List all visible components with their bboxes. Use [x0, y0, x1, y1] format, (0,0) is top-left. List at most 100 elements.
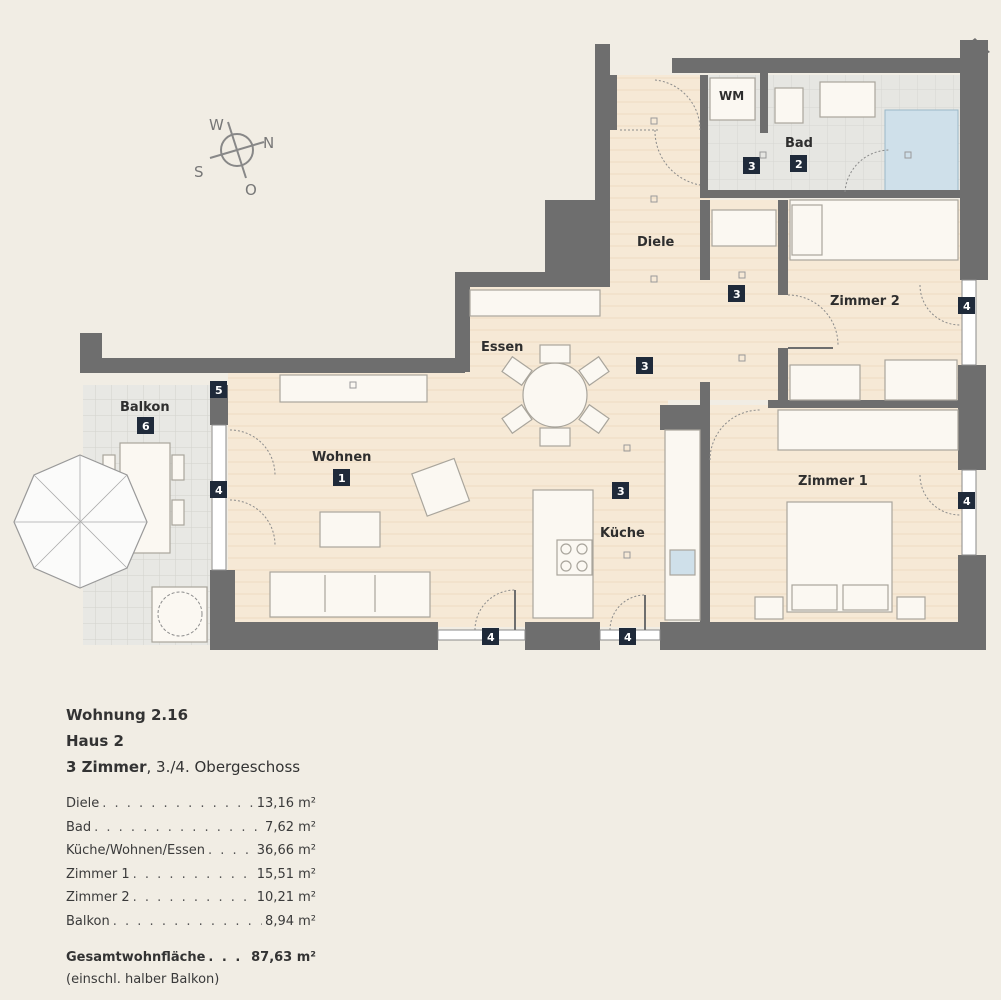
wall: [700, 200, 710, 280]
svg-text:3: 3: [733, 288, 741, 301]
svg-text:4: 4: [963, 495, 971, 508]
plant: [157, 591, 203, 637]
doors: [229, 79, 961, 631]
tag: 4: [482, 628, 499, 645]
sideboard-essen: [469, 289, 601, 317]
wall: [768, 400, 963, 408]
svg-text:3: 3: [617, 485, 625, 498]
area-value: 13,16 m²: [256, 796, 316, 811]
area-row: Küche/Wohnen/Essen36,66 m²: [66, 839, 316, 863]
coffee-table: [319, 511, 381, 548]
kitchen-counter: [664, 429, 701, 621]
total-value: 87,63 m²: [251, 950, 316, 965]
wall: [660, 622, 986, 650]
label-kueche: Küche: [600, 526, 645, 541]
washbasin: [819, 81, 876, 118]
area-list: Diele 13,16 m² Bad 7,62 m² Küche/Wohnen/Es…: [66, 792, 386, 933]
wall: [605, 75, 617, 130]
wall: [700, 75, 708, 190]
wall: [778, 348, 788, 403]
area-name: Zimmer 1: [66, 866, 130, 882]
desk-z2: [789, 364, 861, 401]
total-label: Gesamtwohnfläche: [66, 950, 206, 965]
tag: 3: [743, 157, 760, 174]
wall: [210, 570, 235, 650]
compass-w: W: [209, 116, 224, 134]
wall: [210, 622, 438, 650]
wall: [778, 200, 788, 295]
compass: W N S O: [194, 116, 274, 199]
total-note: (einschl. halber Balkon): [66, 972, 220, 987]
wall: [455, 272, 470, 372]
room-labels: Wohnen Essen Diele Küche Bad Zimmer 1 Zi…: [120, 89, 900, 541]
area-name: Bad: [66, 819, 92, 835]
svg-text:4: 4: [487, 631, 495, 644]
rooms-count: 3 Zimmer: [66, 758, 147, 776]
area-row: Zimmer 2 10,21 m²: [66, 886, 316, 910]
compass-s: S: [194, 163, 204, 181]
area-name: Balkon: [66, 913, 110, 929]
floor-text: , 3./4. Obergeschoss: [146, 758, 301, 776]
wall: [760, 73, 768, 133]
wall: [525, 622, 600, 650]
tag: 5: [210, 381, 227, 398]
label-essen: Essen: [481, 340, 523, 355]
wall: [700, 190, 962, 198]
apartment-info: Wohnung 2.16 Haus 2 3 Zimmer, 3./4. Ober…: [66, 702, 386, 991]
label-wohnen: Wohnen: [312, 450, 371, 465]
nightstand: [754, 596, 784, 620]
label-zimmer2: Zimmer 2: [830, 294, 900, 309]
dining-table: [522, 362, 588, 428]
area-row: Bad 7,62 m²: [66, 816, 316, 840]
apartment-subtitle: 3 Zimmer, 3./4. Obergeschoss: [66, 754, 386, 780]
compass-n: N: [263, 134, 274, 152]
wardrobe-z2: [711, 209, 777, 247]
area-row: Balkon 8,94 m²: [66, 910, 316, 934]
label-zimmer1: Zimmer 1: [798, 474, 868, 489]
sofa: [269, 571, 431, 618]
plant-box: [151, 586, 208, 643]
tag: 2: [790, 155, 807, 172]
tag: 1: [333, 469, 350, 486]
wardrobe-z1: [777, 409, 959, 451]
parasol: [13, 454, 148, 589]
wall-corner: [960, 38, 990, 60]
apartment-title: Wohnung 2.16: [66, 706, 188, 724]
area-row: Diele 13,16 m²: [66, 792, 316, 816]
label-balkon: Balkon: [120, 400, 170, 415]
number-tags: 1 2 3 3 3 3 4 4 4 4 4 5 6: [137, 155, 975, 645]
tag: 4: [958, 297, 975, 314]
light-marks: [349, 117, 912, 559]
svg-text:4: 4: [963, 300, 971, 313]
label-wm: WM: [719, 89, 744, 103]
wall: [960, 40, 988, 280]
area-name: Diele: [66, 796, 100, 811]
tag: 3: [636, 357, 653, 374]
tag: 3: [612, 482, 629, 499]
shower: [884, 109, 959, 195]
tag: 3: [728, 285, 745, 302]
armchair: [411, 457, 471, 517]
area-value: 36,66 m²: [256, 843, 316, 858]
label-diele: Diele: [637, 235, 675, 250]
wall: [672, 58, 962, 73]
area-value: 10,21 m²: [256, 890, 316, 905]
svg-text:4: 4: [624, 631, 632, 644]
shelf-z2: [884, 359, 958, 401]
svg-text:3: 3: [748, 160, 756, 173]
area-value: 15,51 m²: [256, 866, 316, 882]
compass-o: O: [245, 181, 257, 199]
tag: 4: [958, 492, 975, 509]
wall: [700, 405, 710, 627]
label-bad: Bad: [785, 136, 813, 151]
walls: [80, 40, 988, 650]
tag: 6: [137, 417, 154, 434]
area-name: Zimmer 2: [66, 890, 130, 905]
area-value: 7,62 m²: [265, 819, 316, 835]
svg-text:5: 5: [215, 384, 223, 397]
wall: [80, 358, 465, 373]
kitchen-sink: [669, 549, 696, 576]
area-value: 8,94 m²: [265, 913, 316, 929]
total-area-row: Gesamtwohnfläche 87,63 m²: [66, 947, 316, 969]
svg-text:6: 6: [142, 420, 150, 433]
